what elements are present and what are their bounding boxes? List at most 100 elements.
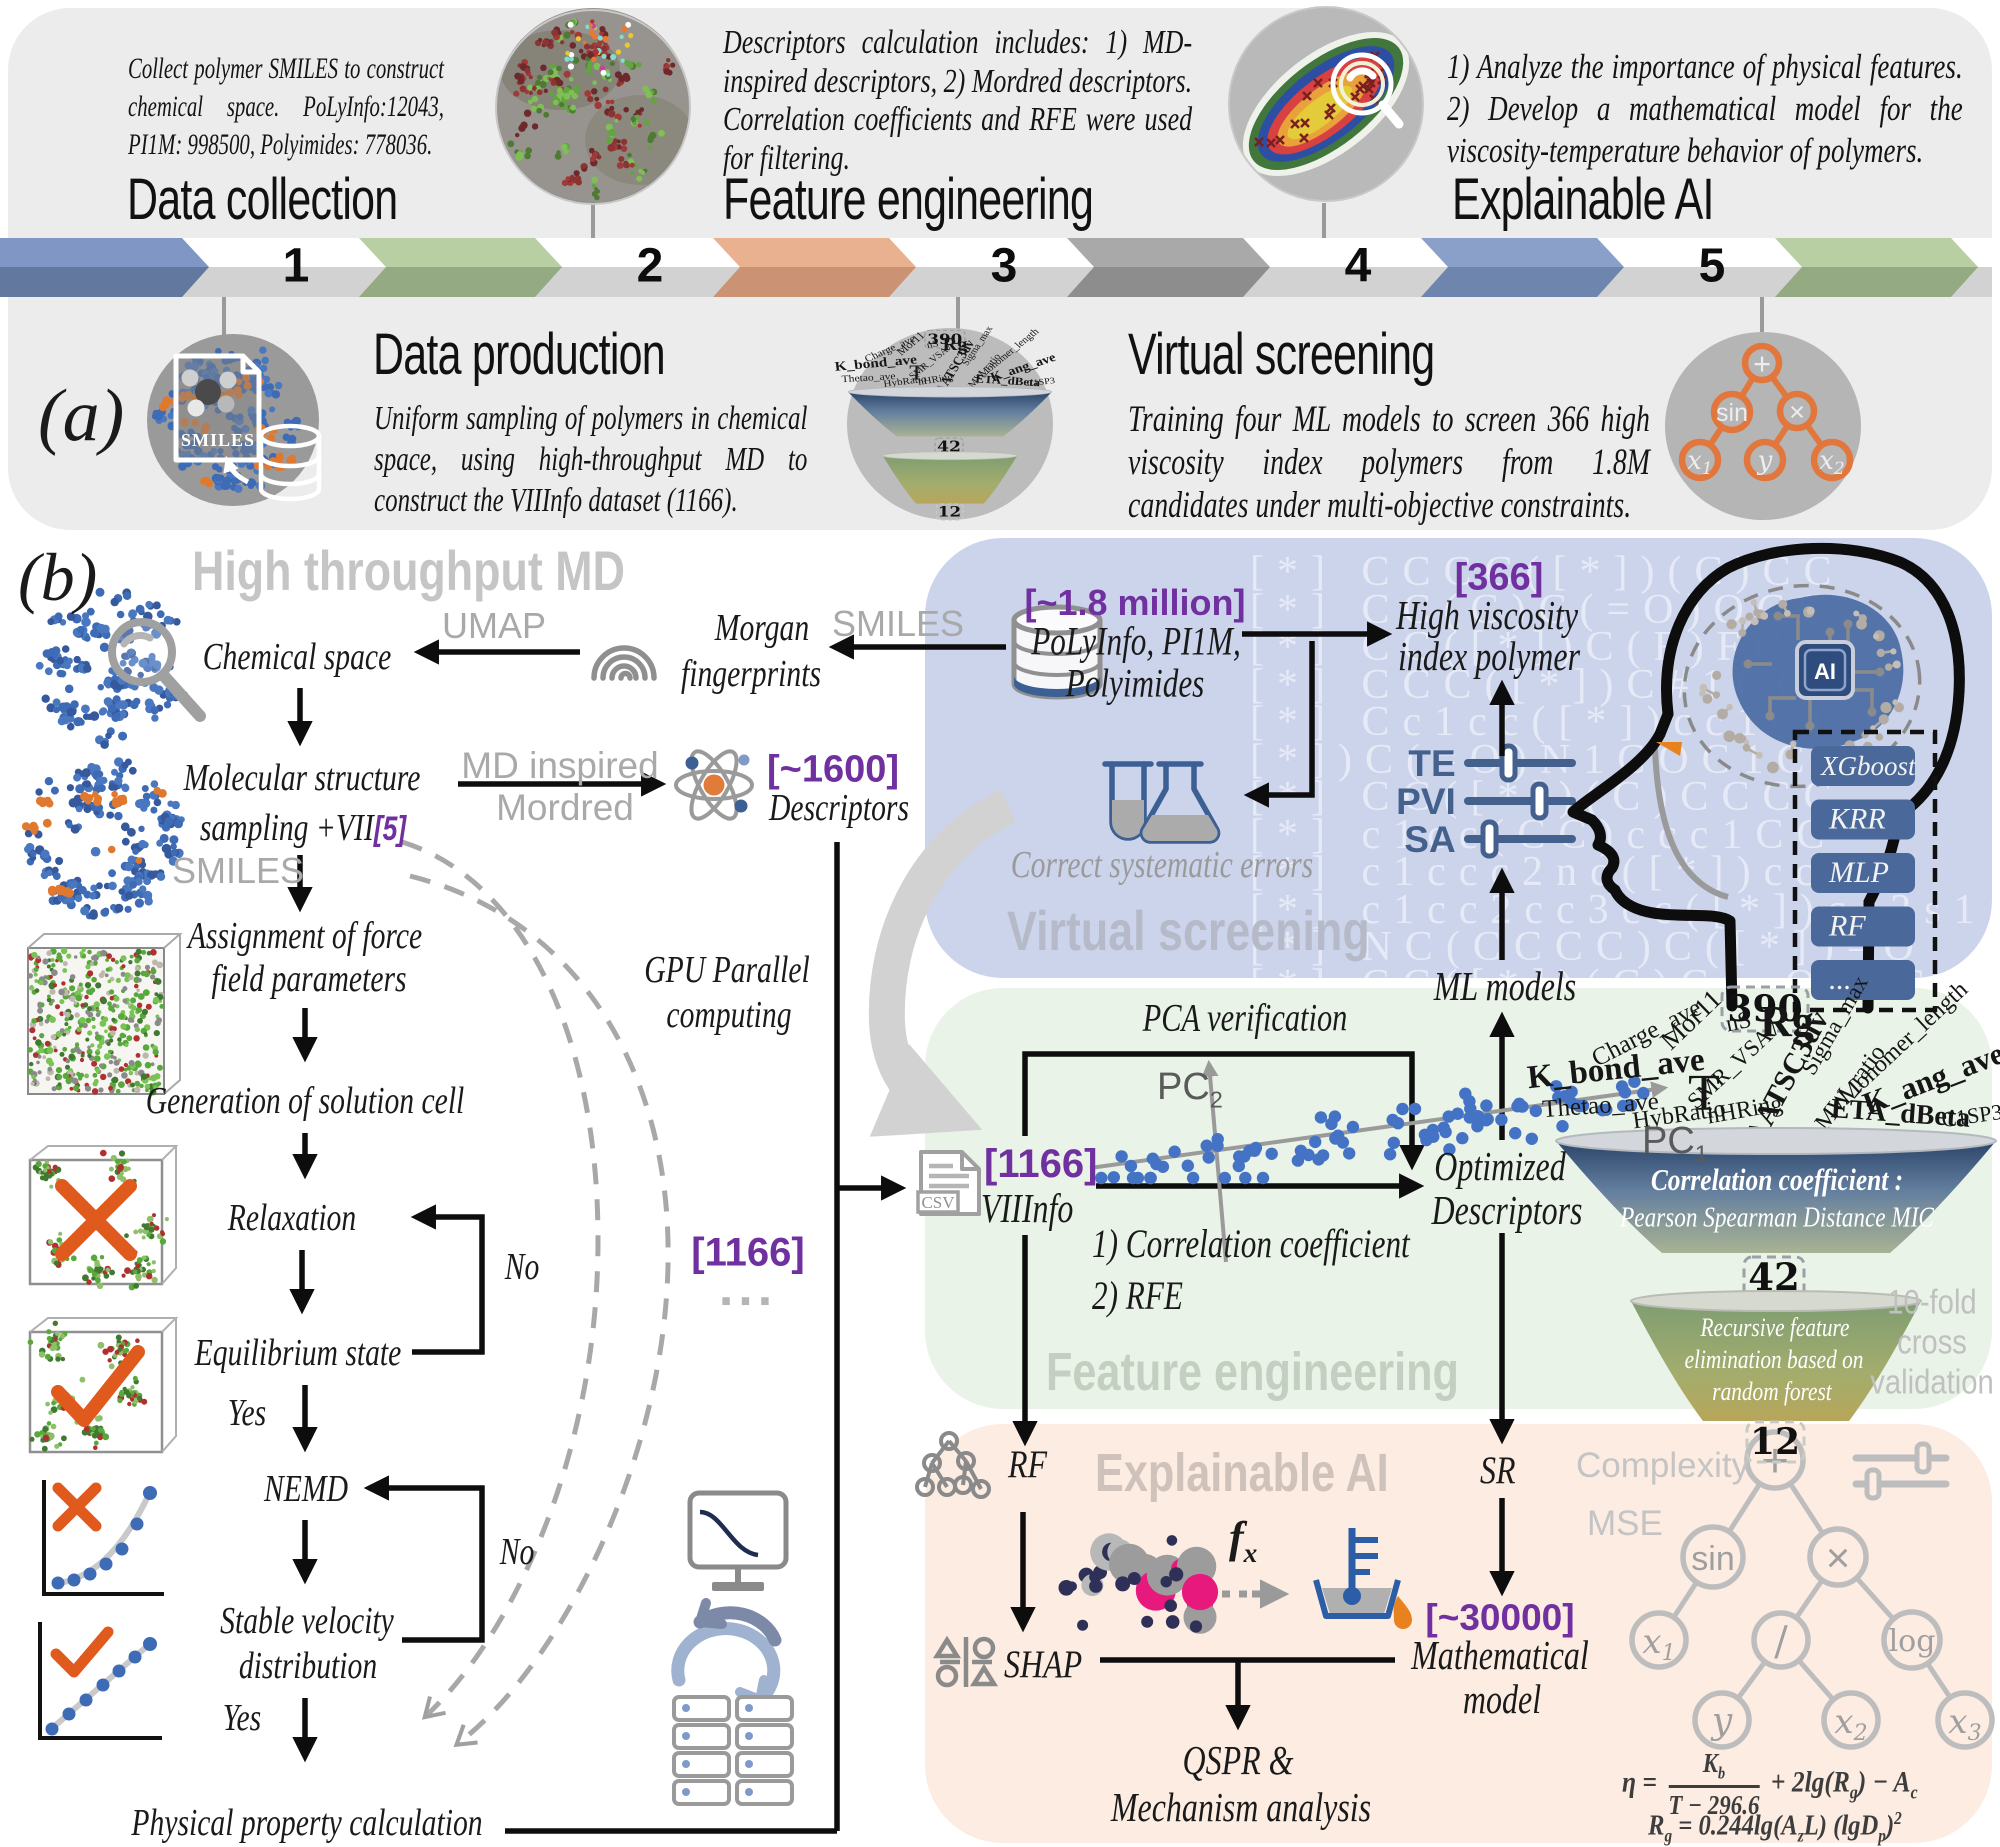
funnel2-text-1: Recursive feature [1700, 1313, 1850, 1342]
svg-text:/: / [1774, 1619, 1788, 1665]
tenfold-2: cross [1897, 1323, 1967, 1362]
magnifier-icon [1330, 52, 1404, 129]
sync-arrows-icon [671, 1598, 782, 1707]
step1-title: Data collection [127, 167, 398, 232]
svg-text:×: × [1789, 397, 1805, 427]
million-count: [~1.8 million] [1024, 582, 1246, 623]
step2-number: 2 [636, 239, 664, 293]
smiles-doc-icon [173, 353, 262, 463]
smiles-watermark-line: [*] NC(CCCC)C([*])=O [1250, 924, 1927, 970]
high-viscosity-2: index polymer [1397, 633, 1581, 679]
svg-text:CSV: CSV [921, 1193, 955, 1212]
shap-label: SHAP [1004, 1643, 1083, 1686]
circuit-nodes [1743, 611, 1885, 731]
ml-model-button[interactable]: XGboost [1811, 746, 1917, 786]
shap-icon [932, 1635, 999, 1688]
count-1166-csv: [1166] [984, 1142, 1098, 1186]
umap-map-photo [1228, 6, 1424, 202]
te-label: TE [1408, 743, 1456, 784]
funnel1-text-2: Pearson Spearman Distance MIC [1620, 1201, 1934, 1234]
svg-text:+: + [1753, 346, 1771, 381]
viiinfo-label: VIIInfo [981, 1185, 1074, 1231]
no-label-1: No [504, 1246, 540, 1288]
flow-physical: Physical property calculation [131, 1802, 483, 1844]
step-banner [0, 238, 1992, 297]
cross-icon [52, 1482, 102, 1532]
step1-description: Collect polymer SMILES to construct chem… [128, 52, 445, 161]
smiles-db-label: SMILES [831, 603, 965, 644]
step3-number: 3 [990, 239, 1018, 293]
morgan-fingerprint-icon [591, 645, 657, 681]
nemd-failed-plot [42, 1480, 164, 1596]
viscosity-meter-icon [1313, 1528, 1412, 1629]
check-icon [50, 1626, 114, 1678]
objective-sliders [1464, 743, 1576, 859]
optimized-label-1: Optimized [1434, 1143, 1566, 1189]
equilibrium-box [27, 1317, 179, 1454]
svg-text:x1: x1 [1642, 1622, 1675, 1666]
math-model-2: model [1462, 1676, 1542, 1722]
descriptor-count: [~1600] [766, 748, 900, 791]
monitor-icon [687, 1490, 789, 1591]
svg-text:KRR: KRR [1828, 803, 1886, 836]
correlation-coefficient-label: 1) Correlation coefficient [1092, 1221, 1410, 1266]
step5-number: 5 [1698, 239, 1726, 293]
flow-chemical-space: Chemical space [202, 636, 392, 678]
mse-label: MSE [1587, 1504, 1663, 1543]
loop-swoosh-arrow [868, 789, 1017, 1137]
funnel2-text-2: elimination based on [1684, 1345, 1864, 1374]
svg-text:x2: x2 [1834, 1702, 1867, 1746]
funnel1-text-1: Correlation coefficient : [1650, 1162, 1904, 1197]
high-viscosity-1: High viscosity [1395, 592, 1579, 638]
count-30000: [~30000] [1425, 1597, 1575, 1638]
ml-model-button[interactable]: KRR [1811, 799, 1915, 840]
ml-model-list: XGboost KRR MLP RF ... [1792, 729, 1938, 1013]
optimized-label-2: Descriptors [1431, 1187, 1583, 1233]
svg-text:y: y [1710, 1701, 1733, 1742]
pvi-label: PVI [1396, 781, 1456, 822]
htmd-title: High throughput MD [192, 539, 625, 602]
ml-model-button[interactable]: RF [1811, 906, 1915, 947]
explainable-ai-box [925, 1424, 1992, 1843]
chemical-space-scatter [35, 587, 206, 749]
umap-label: UMAP [441, 605, 547, 646]
step3-title: Data production [373, 322, 666, 387]
smiles-label: SMILES [171, 850, 305, 891]
tenfold-3: validation [1870, 1363, 1994, 1402]
correct-errors-label: Correct systematic errors [1010, 844, 1314, 886]
svg-text:×: × [1826, 1534, 1851, 1581]
smiles-doc-label: SMILES [181, 430, 256, 450]
yes-label-2: Yes [222, 1697, 262, 1739]
step4-description: Training four ML models to screen 366 hi… [1128, 399, 1650, 526]
md-inspired-label: MD inspired [461, 745, 659, 786]
gpu-label-2: computing [666, 994, 792, 1036]
ellipsis-label: ... [718, 1259, 778, 1317]
magnifier-icon [108, 618, 206, 722]
atom-icon [674, 749, 754, 821]
step3-description: Uniform sampling of polymers in chemical… [374, 400, 808, 519]
flow-stable-1: Stable velocity [220, 1600, 394, 1642]
ml-model-button[interactable]: MLP [1811, 853, 1915, 893]
flow-generation: Generation of solution cell [145, 1080, 465, 1122]
math-model-1: Mathematical [1411, 1632, 1589, 1678]
db-sources-1: PoLyInfo, PI1M, [1031, 618, 1241, 664]
step4-title: Virtual screening [1128, 322, 1435, 387]
db-sources-2: Polyimides [1065, 660, 1205, 706]
count-1166-mid: [1166] [691, 1230, 805, 1275]
flask-icon [1139, 761, 1221, 844]
server-rack-icon [672, 1695, 794, 1806]
dashed-repeat-curves [401, 839, 671, 1748]
flow-arrows [287, 621, 1515, 1834]
svg-text:x3: x3 [1948, 1702, 1981, 1746]
step2-title: Feature engineering [723, 167, 1094, 232]
mordred-label: Mordred [496, 787, 634, 828]
slider-handle[interactable] [1480, 743, 1549, 859]
step5-description: 1) Analyze the importance of physical fe… [1447, 47, 1963, 170]
smiles-sampling-photo [147, 334, 322, 506]
complexity-label: Complexity [1576, 1446, 1750, 1485]
svg-text:RF: RF [1828, 910, 1866, 943]
expression-tree-photo: + sin × x1 y x2 [1665, 332, 1861, 520]
gpu-label-1: GPU Parallel [644, 949, 810, 991]
